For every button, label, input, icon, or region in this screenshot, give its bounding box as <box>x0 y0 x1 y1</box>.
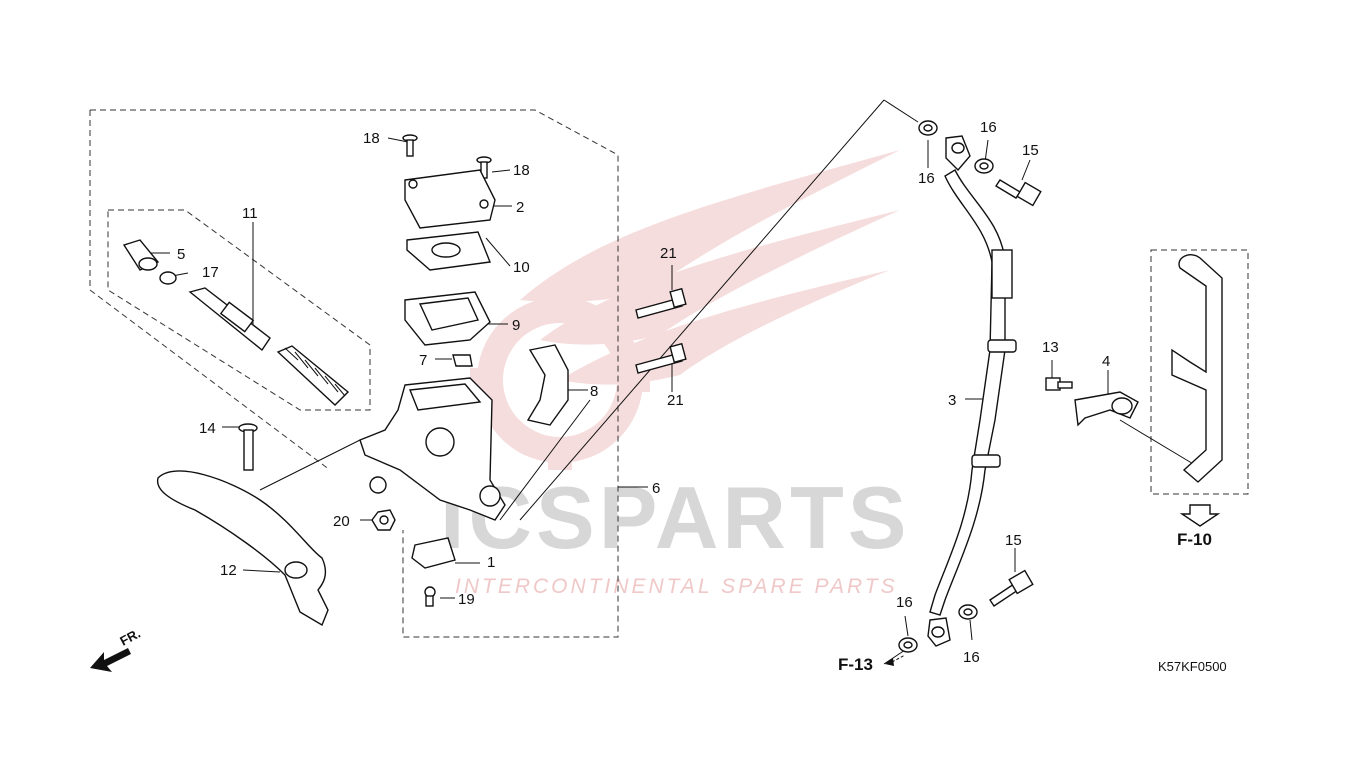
part-bolt-13 <box>1045 377 1073 391</box>
f10-group-box <box>1150 249 1249 495</box>
callout-8: 8 <box>590 383 598 400</box>
part-brake-hose-3 <box>929 169 1017 616</box>
part-screw-18-top <box>402 134 418 157</box>
callout-16-bottom-right: 16 <box>963 649 980 666</box>
front-direction-label: FR. <box>117 626 143 649</box>
callout-18-right: 18 <box>513 162 530 179</box>
part-washer-16-top-left <box>918 120 938 136</box>
callout-2: 2 <box>516 199 524 216</box>
callout-11: 11 <box>242 205 258 222</box>
watermark-logo <box>470 150 900 470</box>
master-cylinder-group-box <box>89 109 619 638</box>
callout-14: 14 <box>199 420 216 437</box>
part-switch-1 <box>411 537 456 569</box>
callout-21-upper: 21 <box>660 245 677 262</box>
callout-19: 19 <box>458 591 475 608</box>
part-hose-lower-fitting <box>927 617 951 647</box>
reference-f13: F-13 <box>838 655 873 674</box>
part-bolt-15-bottom <box>989 569 1034 607</box>
part-piston <box>188 287 271 352</box>
callout-12: 12 <box>220 562 237 579</box>
part-reservoir-cap <box>404 169 496 229</box>
front-direction-arrow-icon <box>90 648 131 672</box>
part-holder-8 <box>526 344 569 426</box>
part-pivot-bolt-14 <box>238 423 258 471</box>
diagram-code: K57KF0500 <box>1158 659 1227 674</box>
reference-f10: F-10 <box>1177 530 1212 549</box>
callout-16-top-left: 16 <box>918 170 935 187</box>
callout-15-bottom: 15 <box>1005 532 1022 549</box>
watermark-tagline: INTERCONTINENTAL SPARE PARTS <box>455 575 898 598</box>
callout-16-top-right: 16 <box>980 119 997 136</box>
callout-1: 1 <box>487 554 495 571</box>
part-washer-16-top-right <box>974 158 994 174</box>
callout-6: 6 <box>652 480 660 497</box>
callout-5: 5 <box>177 246 185 263</box>
callout-labels: 1 2 3 4 5 6 7 8 9 10 11 12 13 14 15 15 1… <box>177 119 1110 666</box>
part-brake-lever-12 <box>157 470 329 627</box>
part-bracket-f10 <box>1171 254 1223 483</box>
part-bolt-15-top <box>995 179 1042 207</box>
callout-7: 7 <box>419 352 427 369</box>
part-diaphragm-plate <box>406 231 491 271</box>
callout-3: 3 <box>948 392 956 409</box>
part-washer-16-bottom-right <box>958 604 978 620</box>
callout-20: 20 <box>333 513 350 530</box>
part-washer-16-bottom-left <box>898 637 918 653</box>
watermark-brand: ICSPARTS <box>440 468 910 567</box>
callout-17: 17 <box>202 264 219 281</box>
down-arrow-icon <box>1179 504 1221 527</box>
watermark: ICSPARTS INTERCONTINENTAL SPARE PARTS <box>440 150 910 598</box>
part-clamp-4 <box>1074 391 1139 427</box>
part-plate-7 <box>452 354 473 367</box>
callout-10: 10 <box>513 259 530 276</box>
callout-16-bottom-left: 16 <box>896 594 913 611</box>
part-master-cylinder-body <box>359 377 506 521</box>
callout-15-top: 15 <box>1022 142 1039 159</box>
callout-21-lower: 21 <box>667 392 684 409</box>
part-spring <box>276 345 350 406</box>
callout-9: 9 <box>512 317 520 334</box>
arrow-left-icon <box>885 654 906 666</box>
piston-set-group-box <box>107 209 371 411</box>
part-nut-20 <box>371 509 396 531</box>
part-bolt-21-lower <box>635 342 687 374</box>
leader-lines <box>150 99 1196 665</box>
part-diaphragm <box>404 291 491 346</box>
part-screw-19 <box>424 586 436 607</box>
part-circlip-17 <box>159 271 177 285</box>
callout-18-top: 18 <box>363 130 380 147</box>
part-bolt-21-upper <box>635 287 687 319</box>
callout-4: 4 <box>1102 353 1110 370</box>
part-boot-5 <box>122 239 160 271</box>
part-hose-upper-fitting <box>945 135 971 172</box>
callout-13: 13 <box>1042 339 1059 356</box>
